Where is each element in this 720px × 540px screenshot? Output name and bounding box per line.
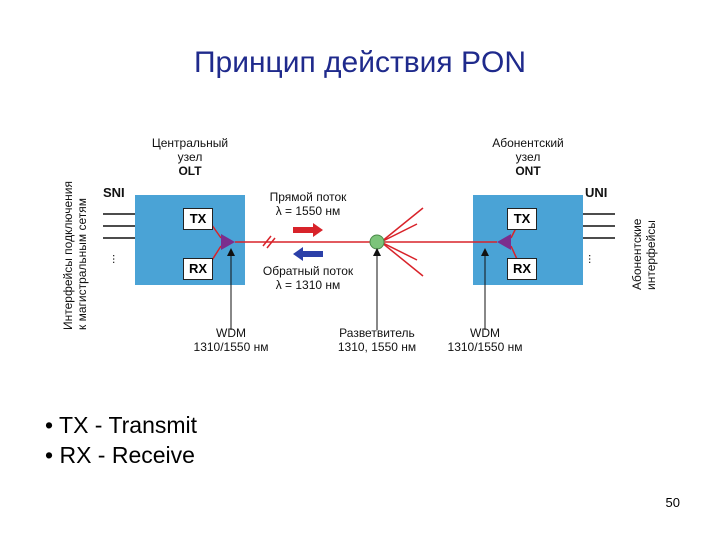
wdm-right-prism xyxy=(497,234,511,250)
downstream-arrow xyxy=(293,223,323,237)
splitter-node xyxy=(369,234,385,250)
splitter-label: Разветвитель 1310, 1550 нм xyxy=(337,326,417,354)
sni-dots: ... xyxy=(110,254,124,264)
slide-title: Принцип действия PON xyxy=(193,46,527,79)
downstream-label: Прямой поток λ = 1550 нм xyxy=(269,190,347,218)
right-vertical-label: Абонентские интерфейсы xyxy=(630,218,658,290)
pointer-arrow-center xyxy=(373,248,381,256)
pointer-arrow-right xyxy=(481,248,489,256)
sni-label: SNI xyxy=(103,185,125,200)
uni-dots: ... xyxy=(586,254,600,264)
signal-symbol xyxy=(262,235,276,249)
left-vertical-label: Интерфейсы подключения к магистральным с… xyxy=(61,181,89,330)
page-number: 50 xyxy=(665,495,680,510)
upstream-arrow xyxy=(293,247,323,261)
olt-label: Центральный узел OLT xyxy=(151,136,229,178)
ont-rx-box: RX xyxy=(507,258,537,280)
ont-label: Абонентский узел ONT xyxy=(492,136,564,178)
uni-lines xyxy=(583,213,615,239)
sni-lines xyxy=(103,213,135,239)
uni-label: UNI xyxy=(585,185,608,200)
olt-tx-box: TX xyxy=(183,208,213,230)
splitter-fanout xyxy=(380,207,497,277)
wdm-left-label: WDM 1310/1550 нм xyxy=(193,326,269,354)
pointer-lines xyxy=(230,250,486,330)
bullet-item-rx: RX - Receive xyxy=(45,440,197,470)
ont-tx-box: TX xyxy=(507,208,537,230)
bullet-item-tx: TX - Transmit xyxy=(45,410,197,440)
wdm-right-label: WDM 1310/1550 нм xyxy=(447,326,523,354)
pon-diagram: ... ... xyxy=(55,130,658,360)
bullet-list: TX - Transmit RX - Receive xyxy=(45,410,197,470)
pointer-arrow-left xyxy=(227,248,235,256)
olt-rx-box: RX xyxy=(183,258,213,280)
upstream-label: Обратный поток λ = 1310 нм xyxy=(262,264,354,292)
wdm-left-prism xyxy=(221,234,235,250)
